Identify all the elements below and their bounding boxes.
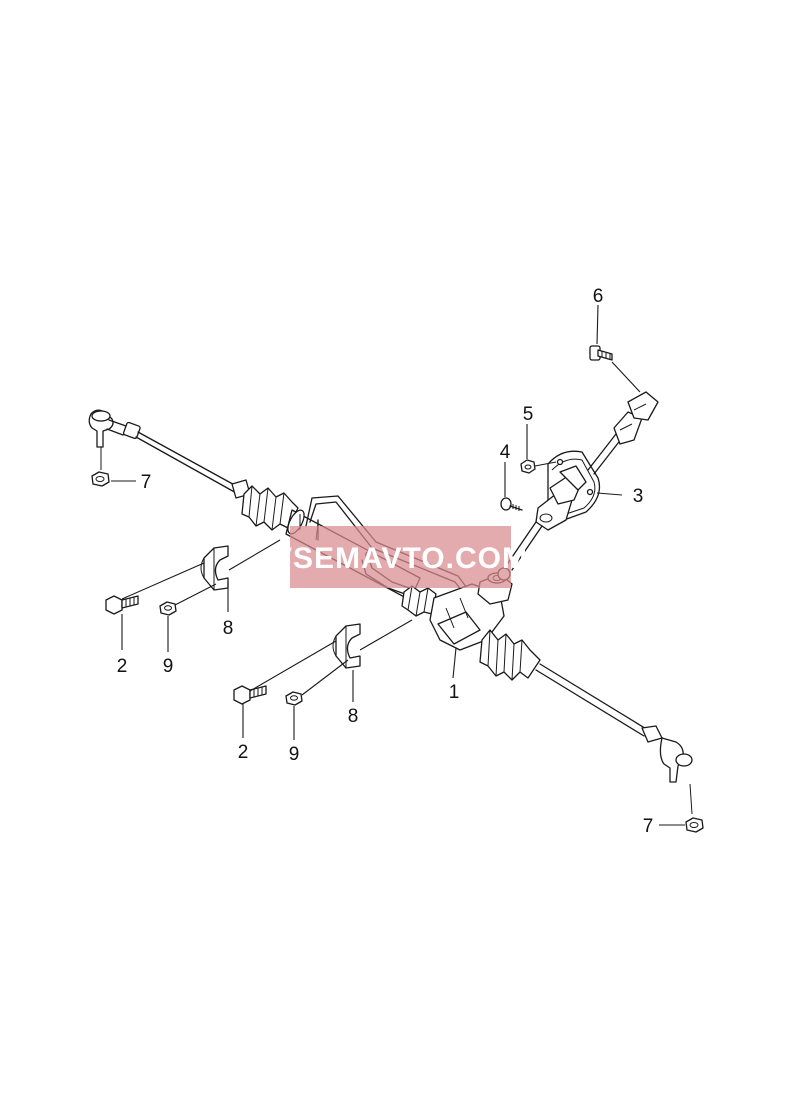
left-tie-rod-nut [91, 471, 110, 487]
left-mounting-clamp [200, 545, 229, 591]
left-tie-rod [135, 431, 251, 499]
callout-9-right: 9 [289, 744, 300, 765]
callout-3: 3 [633, 486, 644, 507]
right-bellows-boot [479, 629, 541, 681]
left-clamp-bolt [105, 595, 139, 615]
callout-labels: 1 2 2 3 4 5 6 7 7 8 8 9 9 [117, 286, 654, 837]
lower-universal-joint [535, 465, 587, 531]
callout-7-left: 7 [141, 472, 152, 493]
watermark: VSEMAVTO.COM [272, 526, 528, 588]
callout-9-left: 9 [163, 656, 174, 677]
cover-nut [520, 459, 536, 474]
right-clamp-bolt [233, 685, 267, 705]
callout-2-left: 2 [117, 656, 128, 677]
leader-lines [111, 304, 685, 826]
callout-5: 5 [523, 404, 534, 425]
right-clamp-nut [285, 691, 303, 706]
right-tie-rod-end [659, 737, 693, 815]
callout-4: 4 [500, 442, 511, 463]
right-mounting-clamp [332, 623, 361, 669]
right-tie-rod [535, 663, 663, 743]
callout-8-right: 8 [348, 706, 359, 727]
callout-6: 6 [593, 286, 604, 307]
left-tie-rod-end [88, 409, 141, 470]
intermediate-shaft [587, 433, 623, 475]
callout-7-right: 7 [643, 816, 654, 837]
watermark-text: VSEMAVTO.COM [272, 542, 528, 575]
upper-universal-joint [613, 391, 659, 445]
pinch-bolt [589, 345, 613, 361]
right-tie-rod-nut [685, 817, 704, 833]
callout-2-right: 2 [238, 742, 249, 763]
left-clamp-nut [159, 601, 177, 616]
callout-1: 1 [449, 682, 460, 703]
callout-8-left: 8 [223, 618, 234, 639]
cover-bolt [500, 497, 523, 511]
